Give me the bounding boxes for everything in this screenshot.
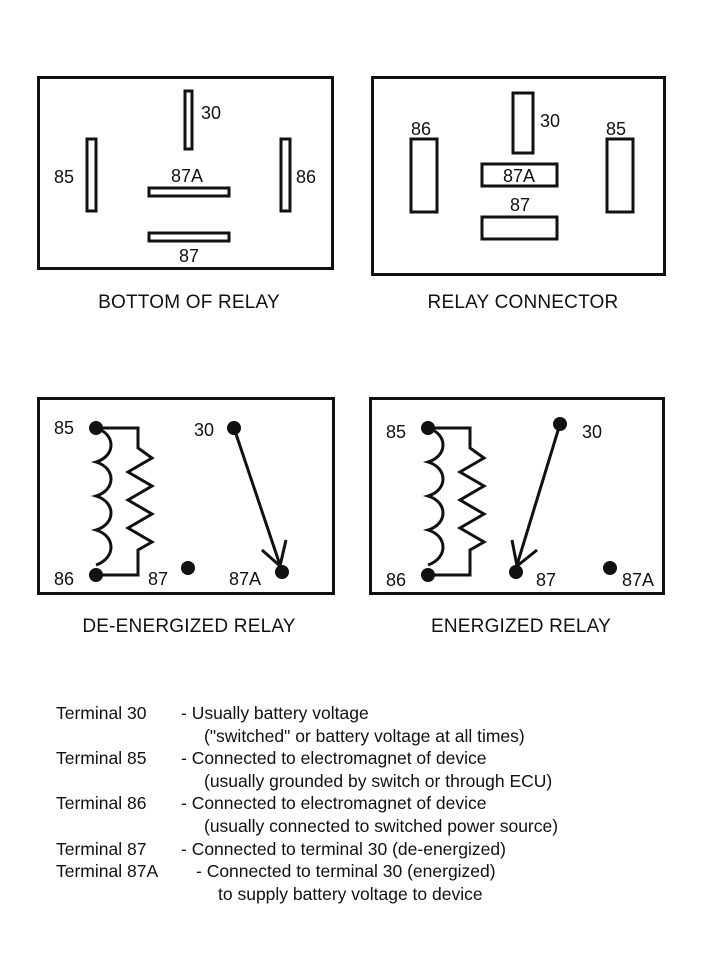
legend-term: Terminal 85 [56,748,147,769]
label-86: 86 [411,119,431,139]
legend-desc: - Usually battery voltage [181,703,369,723]
pin-85 [85,137,98,213]
de-energized-relay-caption: DE-ENERGIZED RELAY [82,616,296,637]
pin-87 [147,231,231,243]
label-86: 86 [296,167,316,187]
relay-connector-drawing: 86 30 85 87A 87 [409,91,635,241]
legend-desc: (usually grounded by switch or through E… [204,770,553,791]
legend-desc: ("switched" or battery voltage at all ti… [204,725,525,746]
arrowhead-icon [261,539,288,569]
terminal-85-dot [89,421,103,435]
label-30: 30 [194,420,214,440]
terminal-87-dot [181,561,195,575]
label-30: 30 [582,422,602,442]
terminal-86-dot [89,568,103,582]
resistor-icon [428,426,487,577]
label-85: 85 [386,422,406,442]
label-87: 87 [148,569,168,589]
arrowhead-icon [510,539,538,569]
label-85: 85 [606,119,626,139]
label-30: 30 [540,111,560,131]
coil-icon [90,426,113,567]
label-87a: 87A [622,570,654,590]
legend-term: Terminal 87A [56,861,159,882]
legend-term: Terminal 87 [56,838,147,859]
label-87: 87 [536,570,556,590]
socket-87a [480,162,559,188]
legend-desc: - Connected to electromagnet of device [181,793,487,814]
legend-desc: (usually connected to switched power sou… [204,815,559,836]
label-87a: 87A [503,166,535,186]
energized-relay-panel: 85 30 86 87 87A [369,397,665,595]
label-85: 85 [54,167,74,187]
pin-86 [279,137,292,213]
relay-connector-caption: RELAY CONNECTOR [427,292,619,313]
label-86: 86 [386,570,406,590]
terminal-87a-dot [275,565,289,579]
label-87a: 87A [171,166,203,186]
resistor-icon [96,426,155,577]
de-energized-relay-panel: 85 30 86 87 87A [37,397,335,595]
terminal-87-dot [509,565,523,579]
bottom-of-relay-panel: 30 85 86 87A 87 [37,76,334,270]
legend-desc: - Connected to electromagnet of device [181,748,487,769]
coil-icon [422,426,445,567]
relay-connector-panel: 86 30 85 87A 87 [371,76,666,276]
energized-relay-drawing: 85 30 86 87 87A [386,417,654,590]
label-86: 86 [54,569,74,589]
terminal-85-dot [421,421,435,435]
label-87: 87 [510,195,530,215]
label-85: 85 [54,418,74,438]
socket-85 [605,137,635,214]
socket-30 [511,91,535,155]
de-energized-relay-drawing: 85 30 86 87 87A [54,418,289,589]
label-87a: 87A [229,569,261,589]
terminal-86-dot [421,568,435,582]
bottom-of-relay-caption: BOTTOM OF RELAY [98,292,280,313]
legend-desc: - Connected to terminal 30 (energized) [196,861,496,882]
energized-relay-caption: ENERGIZED RELAY [430,616,612,637]
legend-desc: to supply battery voltage to device [218,883,483,904]
label-87: 87 [179,246,199,266]
terminal-87a-dot [603,561,617,575]
socket-86 [409,137,439,214]
switch-arm [232,427,282,566]
bottom-of-relay-drawing: 30 85 86 87A 87 [54,89,316,266]
label-30: 30 [201,103,221,123]
pin-30 [183,89,194,151]
switch-arm [515,423,562,566]
legend-term: Terminal 30 [56,703,147,723]
legend-term: Terminal 86 [56,793,147,814]
pin-87a [147,186,231,198]
socket-87 [480,215,559,241]
legend-desc: - Connected to terminal 30 (de-energized… [181,838,506,859]
